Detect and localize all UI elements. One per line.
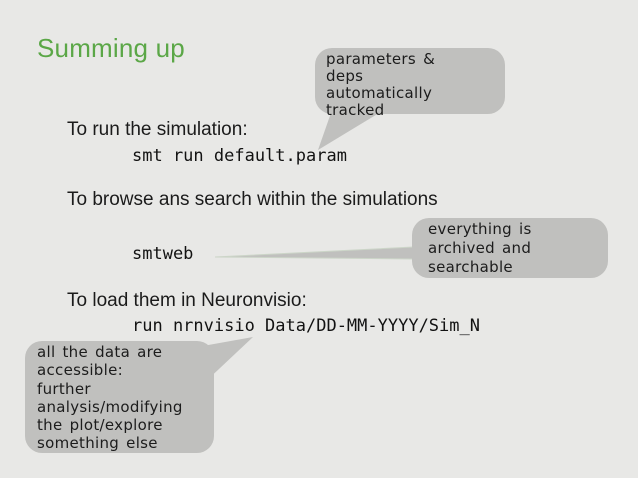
command-smtweb: smtweb (132, 244, 194, 264)
command-smt-run: smt run default.param (132, 146, 347, 166)
section-heading-browse: To browse ans search within the simulati… (67, 189, 438, 210)
command-nrnvisio: run nrnvisio Data/DD-MM-YYYY/Sim_N (132, 316, 480, 336)
section-heading-load: To load them in Neuronvisio: (67, 290, 307, 311)
page-title: Summing up (37, 33, 185, 63)
section-heading-run: To run the simulation: (67, 119, 248, 140)
callout-data-bubble: all the data are accessible: further ana… (25, 341, 214, 453)
callout-archived-bubble: everything is archived and searchable (412, 218, 608, 278)
callout-archived-tail (214, 246, 414, 260)
callout-parameters-bubble: parameters & deps automatically tracked (315, 48, 505, 119)
